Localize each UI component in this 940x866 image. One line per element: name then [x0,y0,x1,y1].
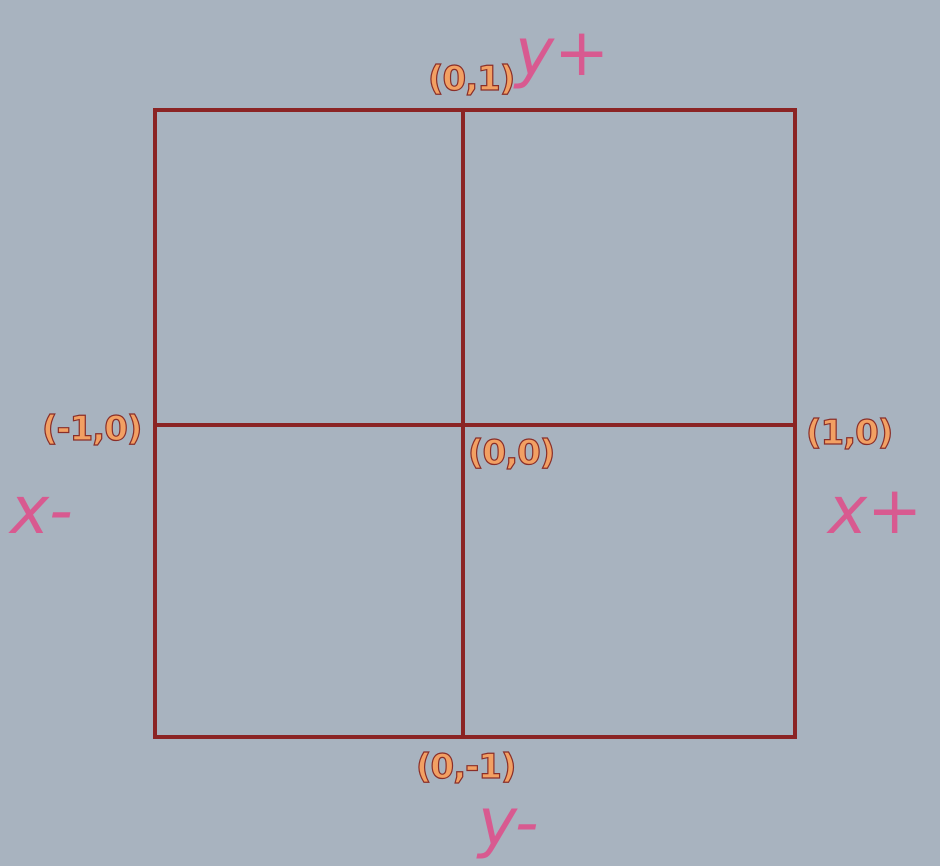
axis-label-y-negative: y- [478,784,539,861]
axis-label-y-positive: y+ [515,14,610,91]
coord-label-top: (0,1) [427,59,516,99]
axis-label-x-negative: x- [10,472,73,549]
axis-label-x-positive: x+ [828,472,923,549]
coord-label-right: (1,0) [805,413,894,453]
coord-label-center: (0,0) [467,433,556,473]
coord-label-left: (-1,0) [41,409,143,449]
grid [153,108,797,739]
coord-label-bottom: (0,-1) [415,747,517,787]
